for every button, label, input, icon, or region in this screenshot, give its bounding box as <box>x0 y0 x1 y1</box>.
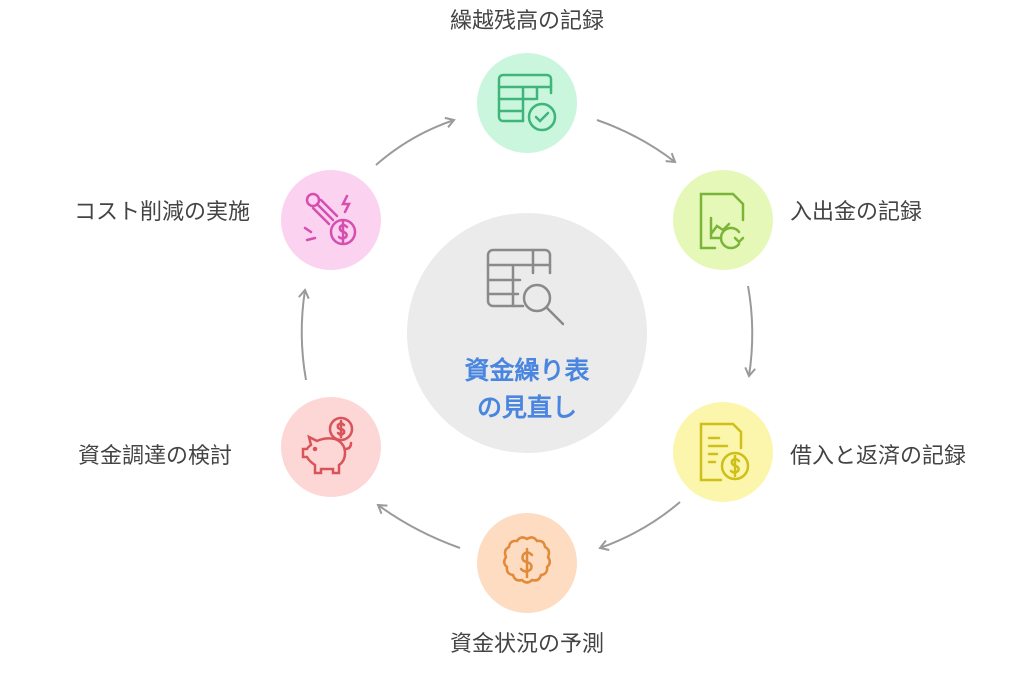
document-dollar-icon <box>699 422 750 482</box>
step-4-label: 資金状況の予測 <box>449 632 605 657</box>
piggy-bank-icon <box>301 416 354 475</box>
arrow-5 <box>376 503 461 549</box>
step-1-circle <box>477 53 577 153</box>
table-check-icon <box>497 73 557 132</box>
step-2-circle <box>673 170 773 270</box>
cost-cut-icon <box>303 192 357 246</box>
step-3-label: 借入と返済の記録 <box>790 444 967 469</box>
arrow-1 <box>375 116 456 166</box>
center-circle <box>407 213 647 453</box>
chart-document-refresh-icon <box>699 192 745 250</box>
step-1-label: 繰越残高の記録 <box>449 9 605 34</box>
arrow-2 <box>596 119 677 164</box>
step-6-label: コスト削減の実施 <box>73 200 250 225</box>
step-2-label: 入出金の記録 <box>790 200 923 225</box>
arrow-3 <box>744 285 756 378</box>
table-search-icon <box>486 248 565 326</box>
center-title-line1: 資金繰り表 <box>464 356 590 385</box>
step-5-label: 資金調達の検討 <box>77 444 232 469</box>
step-4-circle <box>477 513 577 613</box>
step-5-circle <box>281 397 381 497</box>
arrow-6 <box>298 288 310 381</box>
center-title-line2: の見直し <box>476 393 577 422</box>
step-3-circle <box>673 402 773 502</box>
dollar-badge-icon <box>503 536 551 584</box>
step-6-circle <box>281 170 381 270</box>
arrow-4 <box>598 501 681 552</box>
